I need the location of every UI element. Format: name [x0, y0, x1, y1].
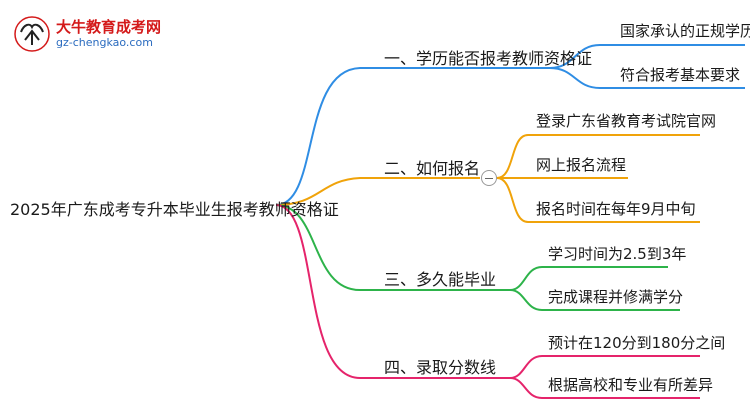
connector-b3-leaf-2 [509, 289, 680, 311]
branch-1-label: 一、学历能否报考教师资格证 [384, 49, 593, 68]
logo-title: 大牛教育成考网 [56, 18, 162, 36]
connector-b2-leaf-1 [496, 134, 700, 179]
connector-b1-leaf-2 [549, 67, 745, 89]
branch-2-label: 二、如何报名 [384, 159, 481, 178]
connector-b4-leaf-2 [509, 377, 700, 399]
connector-root-branch-3 [275, 204, 510, 291]
ox-logo-icon [14, 16, 50, 52]
connector-b4-leaf-1 [509, 355, 700, 379]
connector-root-branch-4 [275, 204, 510, 379]
branch-4-leaf-2: 根据高校和专业有所差异 [548, 376, 714, 394]
logo-url: gz-chengkao.com [56, 36, 153, 49]
branch-4-leaf-1: 预计在120分到180分之间 [548, 334, 726, 352]
connector-b3-leaf-1 [509, 266, 668, 291]
connector-b2-leaf-3 [496, 177, 700, 223]
branch-2-leaf-3: 报名时间在每年9月中旬 [536, 200, 696, 218]
branch-1-leaf-2: 符合报考基本要求 [620, 66, 741, 84]
branch-3-leaf-2: 完成课程并修满学分 [548, 288, 684, 306]
branch-2-leaf-1: 登录广东省教育考试院官网 [536, 112, 717, 130]
connector-b1-leaf-1 [549, 44, 745, 69]
site-logo[interactable]: 大牛教育成考网 gz-chengkao.com [12, 14, 182, 54]
connector-root-branch-1 [275, 67, 550, 206]
mindmap-root: 2025年广东成考专升本毕业生报考教师资格证 [10, 200, 339, 219]
branch-3-leaf-1: 学习时间为2.5到3年 [548, 245, 687, 263]
branch-1-leaf-1: 国家承认的正规学历 [620, 22, 750, 40]
branch-4-label: 四、录取分数线 [384, 358, 497, 377]
branch-3-label: 三、多久能毕业 [384, 270, 497, 289]
collapse-toggle-branch-2[interactable] [481, 170, 497, 186]
connector-root-branch-2 [275, 177, 480, 206]
branch-2-leaf-2: 网上报名流程 [536, 156, 627, 174]
